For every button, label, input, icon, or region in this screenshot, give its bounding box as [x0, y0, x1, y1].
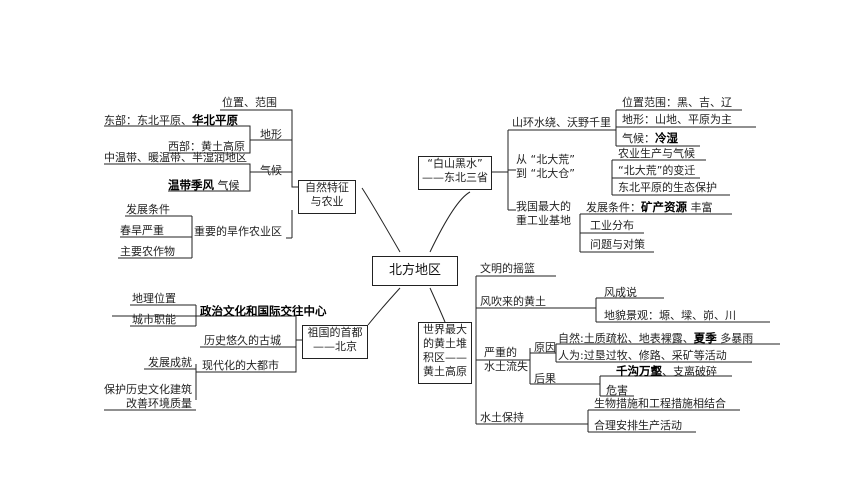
node-line: 黄土高原: [423, 365, 467, 378]
rb-result-label: 后果: [534, 372, 556, 385]
lb-item: 城市职能: [132, 313, 176, 326]
rt-b1-item: 位置范围：黑、吉、辽: [622, 96, 732, 109]
terrain-west: 西部：黄土高原: [168, 140, 245, 153]
lb-function: 政治文化和国际交往中心: [200, 304, 327, 319]
text-bold: 冷湿: [655, 131, 678, 145]
rb-wind-item: 地貌景观：塬、墚、峁、川: [604, 309, 736, 322]
rb-wind-label: 风吹来的黄土: [480, 295, 546, 308]
node-line: 祖国的首都: [307, 326, 363, 339]
spoke-top-left: [361, 187, 401, 253]
rt-b2-item: 农业生产与气候: [618, 147, 695, 160]
agri-item: 发展条件: [126, 203, 170, 216]
spoke-bottom-right: [429, 287, 446, 323]
rb-conservation-label: 水土保持: [480, 411, 524, 424]
text: 多暴雨: [716, 332, 754, 345]
climate-zones: 中温带、暖温带、半湿润地区: [104, 151, 247, 164]
rb-cause-label: 原因: [534, 341, 556, 354]
terrain-east: 东部：东北平原、华北平原: [104, 113, 238, 128]
rb-harm: 危害: [606, 384, 628, 397]
label-line: 严重的: [484, 346, 517, 359]
text: 丰富: [687, 201, 713, 214]
text: 发展条件：: [586, 201, 641, 214]
rt-b3-item: 问题与对策: [590, 238, 645, 251]
node-loess-plateau[interactable]: 世界最大 的黄土堆 积区—— 黄土高原: [418, 322, 472, 384]
label-line: 到 “北大仓”: [516, 167, 575, 180]
terrain-label: 地形: [260, 128, 282, 141]
rt-b1-climate: 气候：冷湿: [622, 131, 678, 146]
node-line: 积区——: [423, 351, 467, 364]
node-line: 世界最大: [423, 323, 467, 336]
lb-ancient: 历史悠久的古城: [204, 334, 281, 347]
lb-item: 地理位置: [132, 292, 176, 305]
rb-natural: 自然:土质疏松、地表裸露、夏季 多暴雨: [558, 331, 753, 346]
text-bold: 温带季风: [168, 178, 214, 192]
node-northeast[interactable]: “白山黑水” ——东北三省: [418, 156, 492, 190]
spoke-bottom-left: [367, 287, 401, 326]
text-bold: 华北平原: [192, 113, 238, 127]
label-line: 从 “北大荒”: [516, 153, 575, 166]
text-bold: 千沟万壑: [616, 364, 662, 378]
text-bold: 矿产资源: [641, 200, 687, 214]
text: 、支离破碎: [662, 365, 717, 378]
rb-human: 人为:过垦过牧、修路、采矿等活动: [558, 349, 727, 362]
node-natural-agriculture[interactable]: 自然特征 与农业: [298, 180, 356, 214]
rb-wind-item: 风成说: [604, 286, 637, 299]
location-label: 位置、范围: [222, 96, 277, 109]
text: 气候: [214, 179, 240, 192]
rb-conservation-item: 生物措施和工程措施相结合: [594, 397, 726, 410]
spoke-top-right: [429, 191, 471, 253]
text-bold: 政治文化和国际交往中心: [200, 304, 327, 318]
rb-cradle: 文明的摇篮: [480, 262, 535, 275]
label-line: 我国最大的: [516, 200, 571, 213]
node-line: 自然特征: [305, 181, 349, 194]
rt-b3-cond: 发展条件：矿产资源 丰富: [586, 200, 713, 215]
node-line: “白山黑水”: [427, 157, 483, 170]
rt-b2-item: 东北平原的生态保护: [618, 181, 717, 194]
rt-b3-item: 工业分布: [590, 219, 634, 232]
rb-erosion-label: 严重的 水土流失: [484, 346, 528, 374]
lb-modern-item: 发展成就: [148, 356, 192, 369]
line-lb: [112, 315, 302, 341]
line-location: [282, 109, 298, 188]
center-node[interactable]: 北方地区: [372, 256, 458, 286]
node-line: ——北京: [313, 340, 357, 353]
climate-monsoon: 温带季风 气候: [168, 178, 240, 193]
rt-b2-item: “北大荒”的变迁: [618, 164, 696, 177]
rt-b1-label: 山环水绕、沃野千里: [512, 116, 611, 129]
agri-item: 主要农作物: [120, 245, 175, 258]
rt-b3-label: 我国最大的 重工业基地: [516, 200, 571, 228]
text: 自然:土质疏松、地表裸露、: [558, 332, 694, 345]
lb-modern-item: 改善环境质量: [126, 397, 192, 410]
climate-label: 气候: [260, 164, 282, 177]
lb-modern-item: 保护历史文化建筑: [104, 383, 192, 396]
rb-result: 千沟万壑、支离破碎: [616, 364, 717, 379]
rb-conservation-item: 合理安排生产活动: [594, 419, 682, 432]
label-line: 水土流失: [484, 360, 528, 373]
agri-item: 春旱严重: [120, 224, 164, 237]
text: 东部：东北平原、: [104, 114, 192, 127]
node-line: 的黄土堆: [423, 337, 467, 350]
text: 气候：: [622, 132, 655, 145]
node-beijing[interactable]: 祖国的首都 ——北京: [302, 325, 368, 359]
text-bold: 夏季: [693, 331, 717, 345]
label-line: 重工业基地: [516, 214, 571, 227]
rt-b1-item: 地形：山地、平原为主: [622, 113, 732, 126]
node-line: ——东北三省: [422, 171, 488, 184]
lb-modern: 现代化的大都市: [202, 359, 279, 372]
node-line: 与农业: [310, 195, 344, 208]
agri-label: 重要的旱作农业区: [194, 225, 282, 238]
rt-b2-label: 从 “北大荒” 到 “北大仓”: [516, 153, 575, 181]
